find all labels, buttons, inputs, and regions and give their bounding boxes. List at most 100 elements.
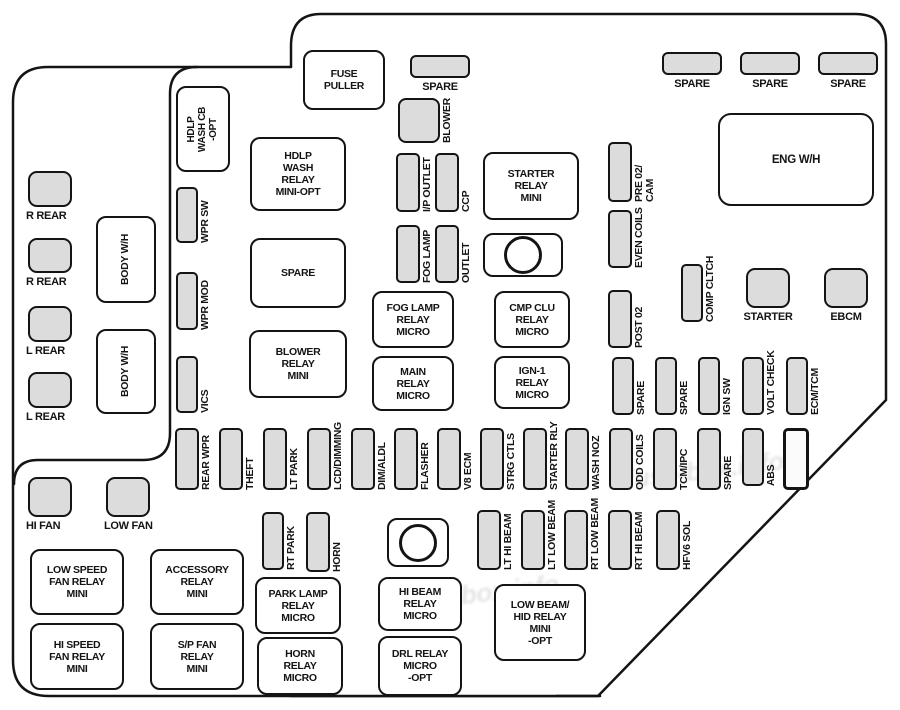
fuse-puller-box: FUSE PULLER [303,50,385,110]
fuse-body [746,268,790,308]
fuse-wpr-mod: WPR MOD [176,272,211,330]
fuse-body [818,52,878,75]
fuse-odd-coils: ODD COILS [609,428,646,490]
fuse-label: WPR MOD [199,280,211,330]
fuse-body [437,428,461,490]
fuse-label: LCD/DIMMING [332,422,344,490]
fuse-body [786,357,808,415]
fuse-label: RT HI BEAM [633,511,645,570]
fuse-body [28,238,72,273]
fuse-pre-o2-cam: PRE 02/ CAM [608,142,656,202]
relay-sp-fan: S/P FAN RELAY MINI [150,623,244,690]
fuse-body [681,264,703,322]
fuse-body [28,306,72,342]
relay-starter-mini: STARTER RELAY MINI [483,152,579,220]
fuse-label: V8 ECM [462,452,474,490]
fuse-label: TCM/IPC [678,448,690,490]
fuse-label: I/P OUTLET [421,157,433,212]
fuse-body [742,357,764,415]
fuse-label: SPARE [830,78,866,90]
fuse-body [477,510,501,570]
fuse-label: EVEN COILS [633,207,645,268]
connector-label: BODY W/H [119,233,132,286]
fuse-label: EBCM [830,311,862,323]
panel-left-strip-divider [12,65,199,486]
relay-main: MAIN RELAY MICRO [372,356,454,411]
fuse-lt-park: LT PARK [263,428,300,490]
connector-body-wh-1: BODY W/H [96,216,156,303]
fuse-label: SPARE [722,456,734,490]
fuse-label: ABS [765,464,777,486]
fuse-rt-hi-beam: RT HI BEAM [608,510,645,570]
fuse-body [521,510,545,570]
fuse-label: VICS [199,389,211,413]
fuse-rt-low-beam: RT LOW BEAM [564,498,601,570]
fuse-label: VOLT CHECK [765,350,777,415]
fuse-body [742,428,764,486]
connector-eng-wh: ENG W/H [718,113,874,206]
fuse-spare-top-mid: SPARE [410,55,470,93]
fuse-label: WPR SW [199,200,211,243]
relay-low-speed-fan: LOW SPEED FAN RELAY MINI [30,549,124,615]
fuse-spare-u2: SPARE [655,357,690,415]
fuse-body [176,356,198,413]
fuse-label: FLASHER [419,442,431,490]
fuse-low-fan: LOW FAN [104,477,153,532]
fuse-comp-cltch: COMP CLTCH [681,256,716,322]
fuse-fog-lamp: FOG LAMP [396,225,433,283]
fuse-label: RT LOW BEAM [589,498,601,570]
fuse-body [175,428,199,490]
fuse-label: DIM/ALDL [376,442,388,490]
fuse-ip-outlet: I/P OUTLET [396,153,433,212]
fuse-body [608,510,632,570]
relay-horn: HORN RELAY MICRO [257,637,343,695]
fuse-label: THEFT [244,457,256,490]
fuse-body [306,512,330,572]
fuse-label: LOW FAN [104,520,153,532]
fuse-spare-main: SPARE [697,428,734,490]
fuse-label: L REAR [26,411,65,423]
fuse-label: IGN SW [721,378,733,415]
fuse-r-rear-1: R REAR [26,171,72,222]
fuse-body [480,428,504,490]
fuse-body [263,428,287,490]
relay-accessory: ACCESSORY RELAY MINI [150,549,244,615]
breaker-label: HDLP WASH CB -OPT [186,106,220,152]
fuse-label: STARTER RLY [548,421,560,490]
relay-drl: DRL RELAY MICRO -OPT [378,636,462,696]
relay-blower: BLOWER RELAY MINI [249,330,347,398]
fuse-body [697,428,721,490]
fuse-even-coils: EVEN COILS [608,207,645,268]
fuse-body [410,55,470,78]
fuse-strg-ctls: STRG CTLS [480,428,517,490]
fuse-label: ECM/TCM [809,368,821,415]
fuse-label: ODD COILS [634,434,646,490]
fuse-body [262,512,284,570]
breaker-hdlp-wash-cb: HDLP WASH CB -OPT [176,86,230,172]
relay-socket-bottom [387,518,449,567]
relay-cmp-clu: CMP CLU RELAY MICRO [494,291,570,348]
fuse-ecm-tcm: ECM/TCM [786,357,821,415]
fuse-label: LT LOW BEAM [546,500,558,570]
relay-spare: SPARE [250,238,346,308]
fuse-blower: BLOWER [398,98,453,143]
fuse-body [564,510,588,570]
fuse-body [435,153,459,212]
fuse-body [565,428,589,490]
fuse-label: POST 02 [633,306,645,348]
fuse-body [396,225,420,283]
fuse-theft: THEFT [219,428,256,490]
fuse-body [609,428,633,490]
fuse-body [28,372,72,408]
fuse-label: SPARE [678,381,690,415]
fuse-body [176,187,198,243]
fuse-label: HFV6 SOL [681,521,693,570]
fuse-lt-low-beam: LT LOW BEAM [521,500,558,570]
fuse-body [394,428,418,490]
fuse-body [783,428,809,490]
fuse-volt-check: VOLT CHECK [742,351,777,415]
fuse-abs: ABS [742,428,777,486]
fuse-label: BLOWER [441,98,453,143]
fuse-body [435,225,459,283]
